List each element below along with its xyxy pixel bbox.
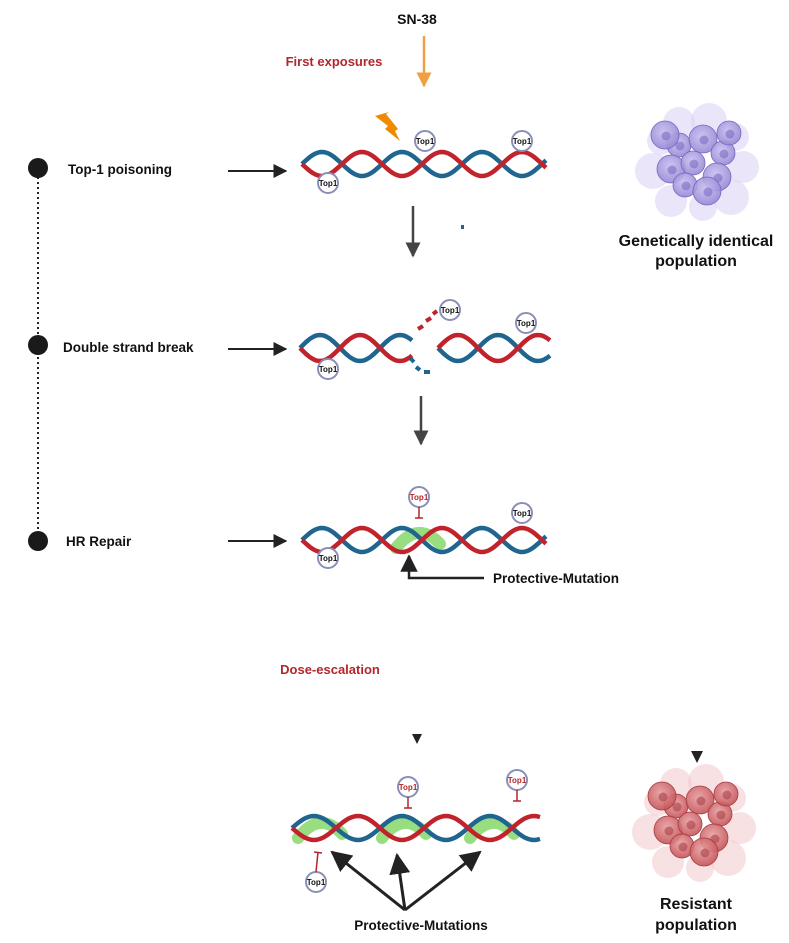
protective-mutation-label: Protective-Mutation [493, 571, 619, 586]
step-label-double-strand-break: Double strand break [63, 340, 194, 355]
broken-strand-ends [408, 309, 439, 374]
dose-escalation-label: Dose-escalation [280, 662, 380, 677]
drug-label: SN-38 [397, 11, 437, 27]
top1-protein: Top1 [317, 358, 339, 380]
top1-protein: Top1 [317, 547, 339, 569]
top1-protein-label: Top1 [410, 493, 429, 502]
cell-nucleus [689, 159, 699, 169]
speck [461, 225, 464, 229]
dna-strand-red [436, 332, 552, 364]
cell-halo [727, 151, 759, 183]
top1-protein-label: Top1 [513, 137, 532, 146]
cell-nucleus [703, 187, 713, 197]
dna-strand-red [300, 149, 548, 179]
cell-nucleus [675, 141, 685, 151]
protective-mutations-label: Protective-Mutations [354, 918, 488, 933]
top1-protein-label: Top1 [399, 783, 418, 792]
top1-protein: Top1 [511, 130, 533, 152]
dna-strand-red [298, 332, 414, 364]
dna-strand-red [300, 525, 548, 555]
mutation-pointer-arrow [400, 554, 484, 580]
cell-nucleus [672, 802, 682, 812]
cell-nucleus [658, 792, 668, 802]
top1-protein: Top1 [515, 312, 537, 334]
dna-helix-3 [300, 525, 548, 555]
dna-strand-blue [436, 332, 552, 364]
top1-protein-label: Top1 [508, 776, 527, 785]
population-initial-line2: population [655, 253, 737, 270]
top1-protein-label: Top1 [319, 365, 338, 374]
cell-nucleus [696, 796, 706, 806]
timeline [28, 158, 48, 551]
protective-mutation-highlight [390, 527, 446, 554]
top1-protein-label: Top1 [307, 878, 326, 887]
cell-nucleus [664, 826, 674, 836]
cell-nucleus [667, 165, 677, 175]
dose-escalation-arrowhead [412, 734, 422, 744]
timeline-node-2 [28, 335, 48, 355]
top1-protein: Top1 [439, 299, 461, 321]
step-label-top1-poisoning: Top-1 poisoning [68, 162, 172, 177]
cell-nucleus [716, 810, 726, 820]
cell-nucleus [678, 842, 688, 852]
top1-inhibited: Top1 [397, 776, 419, 809]
cell-halo [724, 812, 756, 844]
lightning-icon [375, 112, 400, 141]
cell-nucleus [699, 135, 709, 145]
cell-nucleus [681, 181, 691, 191]
top1-protein-label: Top1 [319, 179, 338, 188]
dna-strand-blue [298, 332, 414, 364]
top1-inhibited: Top1 [506, 769, 528, 802]
dna-strand-blue [290, 813, 541, 843]
population-initial-line1: Genetically identical [619, 233, 774, 250]
cell-cluster-resistant [632, 764, 756, 882]
dna-helix-1 [300, 149, 548, 179]
timeline-node-3 [28, 531, 48, 551]
top1-protein-label: Top1 [517, 319, 536, 328]
top1-protein-label: Top1 [416, 137, 435, 146]
mutation-pointer-arrows [330, 850, 482, 912]
dna-strand-red [290, 813, 541, 843]
dna-helix-2-right [436, 332, 552, 364]
cell-nucleus [661, 131, 671, 141]
timeline-node-1 [28, 158, 48, 178]
first-exposures-label: First exposures [286, 54, 383, 69]
cell-nucleus [686, 820, 696, 830]
top1-inhibited: Top1 [408, 486, 430, 519]
cell-cluster-identical [635, 103, 759, 221]
cell-nucleus [700, 848, 710, 858]
top1-protein: Top1 [317, 172, 339, 194]
population-transition-arrowhead [691, 751, 703, 763]
step-label-hr-repair: HR Repair [66, 534, 132, 549]
cell-nucleus [722, 790, 732, 800]
cell-nucleus [719, 149, 729, 159]
top1-protein-label: Top1 [513, 509, 532, 518]
dna-helix-2-left [298, 332, 414, 364]
top1-protein-label: Top1 [441, 306, 460, 315]
cell-nucleus [725, 129, 735, 139]
top1-inhibited: Top1 [305, 851, 327, 893]
dna-helix-4 [290, 813, 541, 844]
top1-protein-label: Top1 [319, 554, 338, 563]
top1-protein: Top1 [414, 130, 436, 152]
population-final-line1: Resistant [660, 896, 733, 913]
top1-protein: Top1 [511, 502, 533, 524]
population-final-line2: population [655, 917, 737, 934]
